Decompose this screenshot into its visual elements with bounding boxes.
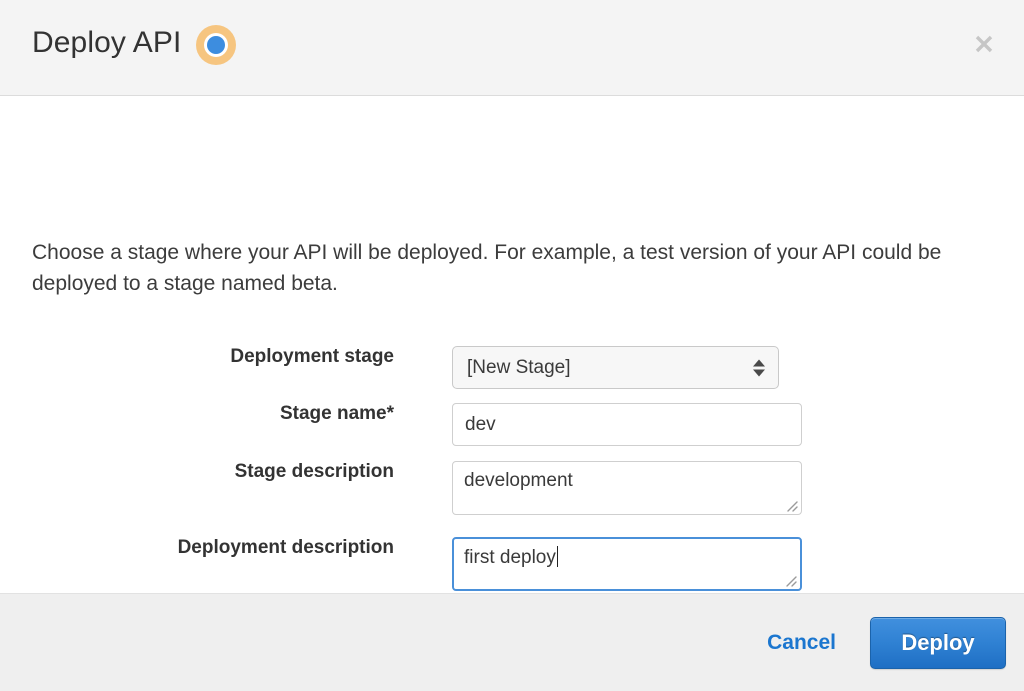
stage-name-label: Stage name* <box>279 403 394 424</box>
form-row-deployment-description: Deployment description first deploy <box>0 537 1024 591</box>
stepper-arrows-icon <box>753 359 765 376</box>
deployment-description-textarea[interactable]: first deploy <box>452 537 802 591</box>
dialog-header: Deploy API <box>0 0 1024 96</box>
deploy-form: Deployment stage [New Stage] Stage name* <box>0 346 1024 603</box>
deployment-description-value: first deploy <box>464 547 556 568</box>
resize-handle-icon[interactable] <box>784 574 797 587</box>
deployment-description-label: Deployment description <box>177 537 394 558</box>
close-icon[interactable] <box>970 30 998 58</box>
resize-handle-glyph <box>787 501 798 512</box>
dialog-footer: Cancel Deploy <box>0 593 1024 691</box>
cursor-marker-ring <box>204 33 228 57</box>
stage-description-label: Stage description <box>234 461 394 482</box>
dialog-title: Deploy API <box>32 26 182 59</box>
cancel-button[interactable]: Cancel <box>765 627 838 659</box>
deployment-stage-value: [New Stage] <box>467 356 571 378</box>
stage-description-textarea[interactable]: development <box>452 461 802 515</box>
close-icon-glyph <box>975 35 993 53</box>
deployment-stage-label: Deployment stage <box>230 346 394 367</box>
stage-description-control: development <box>452 461 802 515</box>
chevron-down-icon <box>753 369 765 376</box>
dialog-body: Choose a stage where your API will be de… <box>0 96 1024 593</box>
deploy-button[interactable]: Deploy <box>870 616 1006 669</box>
deployment-description-value-wrap: first deploy <box>464 546 558 569</box>
stage-name-control <box>452 403 802 446</box>
form-row-stage-name: Stage name* <box>0 403 1024 446</box>
deployment-stage-select[interactable]: [New Stage] <box>452 346 779 389</box>
form-row-stage-description: Stage description development <box>0 461 1024 515</box>
chevron-up-icon <box>753 359 765 366</box>
resize-handle-icon[interactable] <box>785 499 798 512</box>
stage-description-value: development <box>464 470 573 491</box>
intro-text: Choose a stage where your API will be de… <box>32 241 942 295</box>
text-caret <box>556 546 558 567</box>
stage-name-input[interactable] <box>452 403 802 446</box>
form-row-deployment-stage: Deployment stage [New Stage] <box>0 346 1024 389</box>
deployment-stage-control: [New Stage] <box>452 346 779 389</box>
cursor-marker-dot <box>207 36 225 54</box>
cursor-position-marker-icon <box>196 25 236 65</box>
resize-handle-glyph <box>786 576 797 587</box>
deployment-description-control: first deploy <box>452 537 802 591</box>
